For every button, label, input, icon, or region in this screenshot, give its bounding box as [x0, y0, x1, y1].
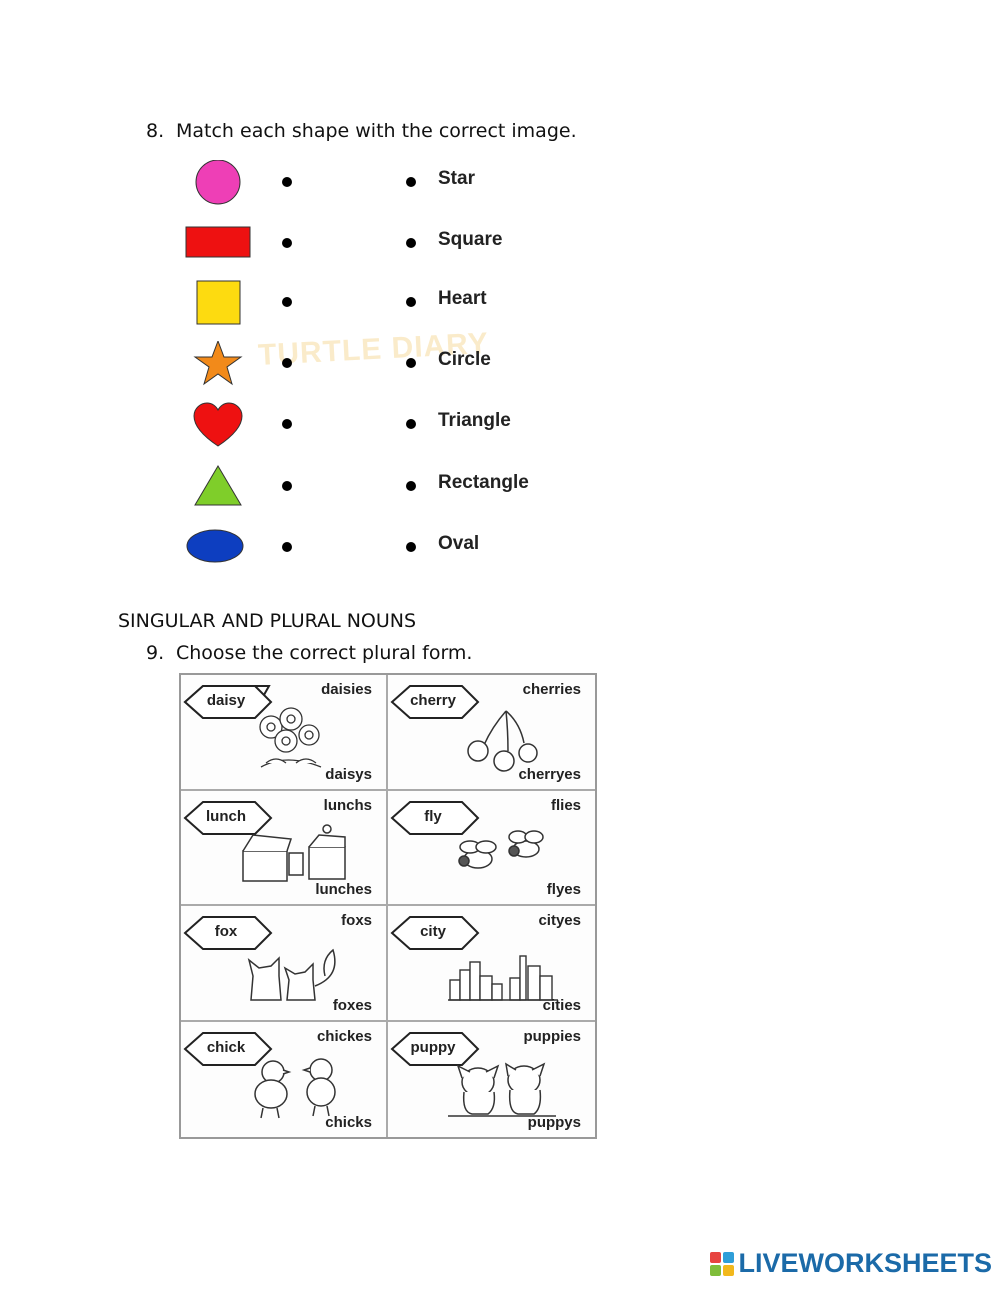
match-dot-right[interactable] [406, 297, 416, 307]
singular-word-diamond: daisy [183, 683, 275, 721]
chicks-icon [254, 1057, 336, 1118]
singular-word: cherry [410, 692, 456, 709]
question-number: 9. [146, 642, 165, 664]
plural-option-bottom[interactable]: flyes [546, 881, 581, 898]
plural-option-top[interactable]: chickes [316, 1027, 372, 1045]
singular-word-diamond: lunch [183, 799, 275, 837]
match-dot-right[interactable] [406, 177, 416, 187]
singular-word-diamond: chick [183, 1030, 275, 1068]
plural-option-top[interactable]: flies [550, 796, 581, 814]
plural-cards-grid: daisy daisies daisys cherry cherries [179, 673, 597, 1139]
flies-icon [458, 829, 544, 869]
plural-option-top[interactable]: cityes [538, 912, 581, 929]
plural-card: fly flies flyes [388, 791, 595, 906]
match-row: Rectangle [180, 464, 540, 520]
singular-word: city [420, 923, 446, 940]
rectangle-shape-icon [185, 226, 251, 258]
plural-card: daisy daisies daisys [181, 675, 388, 791]
match-row: Circle [180, 341, 540, 397]
cherries-icon [467, 710, 538, 772]
brand-name: LIVEWORKSHEETS [738, 1248, 992, 1278]
lunch-boxes-icon [242, 823, 346, 882]
plural-option-top[interactable]: foxs [341, 912, 372, 929]
plural-card: chick chickes chicks [181, 1021, 388, 1137]
heart-shape-icon [193, 402, 243, 447]
singular-word: puppy [410, 1038, 456, 1056]
plural-card: fox foxs foxes [181, 906, 388, 1022]
plural-card: puppy puppies puppys [388, 1022, 595, 1138]
singular-word: chick [206, 1038, 246, 1056]
match-dot-left[interactable] [282, 238, 292, 248]
match-row: Triangle [180, 402, 540, 458]
triangle-shape-icon [194, 465, 242, 506]
match-row: Oval [180, 525, 540, 581]
match-dot-right[interactable] [406, 419, 416, 429]
singular-word-diamond: puppy [390, 1030, 482, 1068]
puppies-icon [448, 1062, 556, 1117]
question-text: Choose the correct plural form. [176, 642, 473, 664]
question-8-title: 8. Match each shape with the correct imag… [146, 120, 577, 142]
question-number: 8. [146, 120, 165, 142]
singular-word-diamond: cherry [390, 683, 482, 721]
plural-option-bottom[interactable]: puppys [527, 1114, 581, 1131]
circle-shape-icon [195, 160, 241, 205]
plural-option-bottom[interactable]: cherryes [518, 765, 581, 783]
match-row: Heart [180, 280, 540, 336]
question-text: Match each shape with the correct image. [176, 120, 577, 142]
singular-word: daisy [206, 692, 246, 709]
star-shape-icon [193, 341, 243, 386]
daisy-flowers-icon [259, 707, 322, 768]
match-word: Rectangle [438, 472, 529, 493]
plural-card: city cityes cities [388, 906, 595, 1022]
match-dot-left[interactable] [282, 297, 292, 307]
plural-card: cherry cherries cherryes [388, 675, 595, 791]
match-dot-left[interactable] [282, 542, 292, 552]
match-dot-right[interactable] [406, 481, 416, 491]
liveworksheets-logo-icon [710, 1251, 735, 1276]
singular-word: fox [214, 923, 238, 940]
match-word: Circle [438, 349, 491, 370]
match-dot-right[interactable] [406, 542, 416, 552]
question-9-title: 9. Choose the correct plural form. [146, 642, 472, 664]
liveworksheets-logo: LIVEWORKSHEETS [710, 1248, 992, 1279]
match-dot-right[interactable] [406, 358, 416, 368]
singular-word-diamond: fox [183, 914, 275, 952]
match-word: Oval [438, 533, 480, 554]
singular-word-diamond: fly [390, 799, 482, 837]
match-word: Square [438, 229, 503, 250]
plural-option-bottom[interactable]: cities [542, 996, 581, 1014]
oval-shape-icon [186, 529, 244, 563]
match-dot-left[interactable] [282, 481, 292, 491]
singular-word: lunch [206, 807, 246, 825]
cities-icon [448, 955, 558, 1001]
plural-option-bottom[interactable]: daisys [325, 765, 372, 783]
match-row: Star [180, 160, 540, 216]
match-word: Triangle [438, 410, 511, 431]
match-word: Star [438, 168, 475, 189]
plural-option-top[interactable]: cherries [522, 681, 581, 698]
match-dot-left[interactable] [282, 358, 292, 368]
match-dot-left[interactable] [282, 177, 292, 187]
plural-option-top[interactable]: puppies [523, 1027, 581, 1045]
plural-card: lunch lunchs lunches [181, 790, 388, 906]
section-heading: SINGULAR AND PLURAL NOUNS [118, 610, 417, 632]
foxes-icon [247, 948, 336, 1001]
plural-option-bottom[interactable]: lunches [315, 881, 372, 898]
singular-word-diamond: city [390, 914, 482, 952]
plural-option-top[interactable]: lunchs [323, 796, 372, 814]
plural-option-top[interactable]: daisies [321, 681, 372, 698]
plural-option-bottom[interactable]: foxes [332, 996, 372, 1014]
match-word: Heart [438, 288, 487, 309]
square-shape-icon [196, 280, 241, 325]
match-row: Square [180, 221, 540, 277]
singular-word: fly [424, 807, 442, 825]
match-dot-left[interactable] [282, 419, 292, 429]
plural-option-bottom[interactable]: chicks [325, 1114, 372, 1131]
match-dot-right[interactable] [406, 238, 416, 248]
